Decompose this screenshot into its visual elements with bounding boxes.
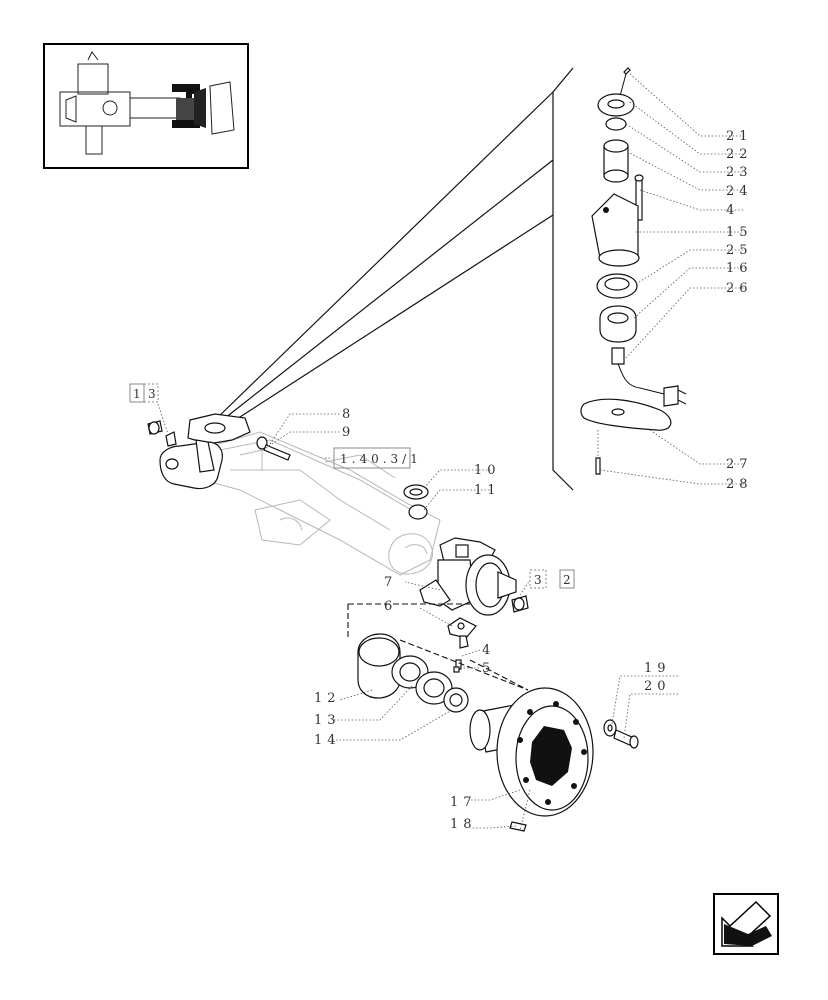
previous-page-arrow-icon[interactable] [713,893,779,955]
spacer-14[interactable] [443,687,469,713]
right-bush[interactable] [511,595,529,613]
callout-4-top: 4 [726,203,739,218]
callout-20: 20 [644,679,671,694]
svg-text:2: 2 [563,573,575,587]
svg-text:3: 3 [534,573,546,587]
right-steering-knuckle[interactable] [419,537,517,616]
callout-4-mid: 4 [482,643,495,658]
callout-24: 24 [726,184,753,199]
ref-box-1-40-3-1[interactable]: 1.40.3/1 [333,447,422,469]
callout-8: 8 [342,407,355,422]
detail-bracket [214,67,574,491]
axle-overview-thumbnail[interactable] [43,43,249,169]
callout-19: 19 [644,661,671,676]
callout-12: 12 [314,691,341,706]
bolt-8-9[interactable] [256,436,291,461]
callout-7: 7 [384,575,397,590]
seal-10-11[interactable] [403,484,429,520]
callout-26: 26 [726,281,753,296]
callout-27: 27 [726,457,753,472]
axle-housing-outline [204,431,441,576]
callout-9: 9 [342,425,355,440]
bearing-13[interactable] [391,655,453,705]
callout-23: 23 [726,165,753,180]
exploded-bracket [347,603,529,691]
svg-text:1.40.3/1: 1.40.3/1 [340,452,422,466]
callout-28: 28 [726,477,753,492]
left-steering-knuckle[interactable] [159,413,251,490]
ref-box-2[interactable]: 3 2 [529,569,575,589]
svg-text:1: 1 [133,387,145,401]
ref-box-1[interactable]: 1 3 [129,383,160,403]
callout-11: 11 [474,483,501,498]
callout-10: 10 [474,463,501,478]
washer-bolt-19-20[interactable] [603,719,639,749]
callout-15: 15 [726,225,753,240]
callout-16: 16 [726,261,753,276]
callout-22: 22 [726,147,753,162]
ring-12[interactable] [357,633,401,699]
left-bush[interactable] [147,420,163,435]
sensor-assembly[interactable] [580,67,687,475]
wheel-hub-17[interactable] [469,687,594,817]
callout-17: 17 [450,795,477,810]
screws-4-5[interactable] [453,659,462,673]
svg-text:3: 3 [148,387,160,401]
callout-18: 18 [450,817,477,832]
callout-14: 14 [314,733,341,748]
sensor-plate-6[interactable] [447,617,477,649]
callout-6: 6 [384,599,397,614]
callout-5: 5 [482,661,495,676]
callout-25: 25 [726,243,753,258]
callout-21: 21 [726,129,753,144]
callout-13: 13 [314,713,341,728]
